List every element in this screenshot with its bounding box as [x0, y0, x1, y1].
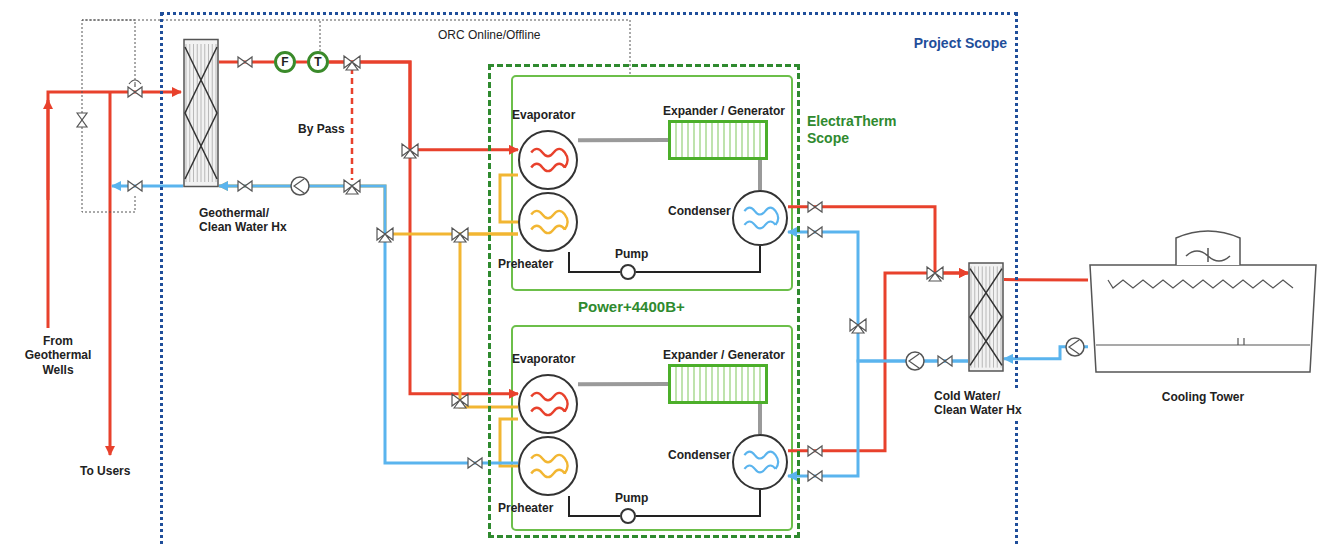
cooling-tower: Cooling Tower [1088, 222, 1318, 380]
three-way-valve-symbol [344, 56, 360, 70]
three-way-valve-symbol [377, 228, 393, 242]
bypass-label: By Pass [298, 122, 345, 136]
valve-actuator [129, 80, 141, 87]
pump-symbol [291, 177, 309, 195]
node-label: Cooling Tower [1088, 390, 1318, 404]
pipe-connector [758, 404, 762, 434]
pipe-connector [296, 61, 307, 64]
valve-symbol [238, 181, 252, 191]
cooling-tower-symbol [1088, 222, 1318, 380]
source-label: From Geothermal Wells [20, 334, 96, 377]
pump: Pump [620, 264, 636, 280]
node-label: T [314, 55, 321, 69]
valve-symbol [808, 446, 822, 456]
coil-symbol [520, 132, 576, 188]
user-pipe [109, 92, 112, 455]
node-label: Geothermal/ Clean Water Hx [199, 206, 299, 235]
supply-arrow [47, 100, 50, 200]
valve-symbol [238, 57, 252, 67]
coil-symbol [520, 376, 576, 432]
destination-label: To Users [80, 464, 130, 478]
pipe-connector [578, 138, 668, 142]
node-label: ElectraTherm Scope [807, 113, 919, 147]
evaporator: Evaporator [518, 374, 578, 434]
three-way-valve-symbol [927, 267, 943, 281]
valve-symbol [808, 471, 822, 481]
node-label: Condenser [668, 204, 731, 218]
preheater: Preheater [518, 192, 578, 252]
expander-generator: Expander / Generator [668, 364, 768, 404]
three-way-valve-symbol [402, 144, 418, 158]
pump-symbol [1066, 338, 1084, 356]
coil-symbol [734, 436, 786, 488]
node-label: Evaporator [512, 352, 575, 366]
preheater: Preheater [518, 436, 578, 496]
coil-symbol [734, 192, 786, 244]
pump: Pump [620, 508, 636, 524]
node-label: Expander / Generator [663, 348, 785, 362]
three-way-valve-symbol [452, 228, 468, 242]
node-label: F [281, 55, 288, 69]
model-name: Power+4400B+ [578, 298, 685, 316]
pipe-connector [500, 175, 518, 222]
valve-symbol [938, 356, 952, 366]
pipe-connector [788, 207, 968, 273]
plate-exchanger-symbol [968, 262, 1004, 372]
control-note: ORC Online/Offline [438, 28, 541, 42]
pipe-connector [569, 252, 620, 272]
pipe-connector [636, 246, 760, 272]
valve-symbol [128, 87, 142, 97]
valve-symbol [77, 113, 87, 127]
valve-symbol [128, 181, 142, 191]
project-scope-region: Project ScopeGeothermal/ Clean Water HxF… [160, 12, 1018, 544]
node-label: Condenser [668, 448, 731, 462]
pipe-connector [578, 382, 668, 386]
node-label: Pump [615, 491, 648, 505]
pump-symbol [909, 354, 919, 368]
three-way-valve-symbol [344, 180, 360, 194]
condenser: Condenser [732, 434, 788, 490]
node-label: Preheater [498, 257, 553, 271]
node-label: Evaporator [512, 108, 575, 122]
flow-indicator: F [274, 51, 296, 73]
condenser: Condenser [732, 190, 788, 246]
pump-symbol [1069, 340, 1079, 354]
pipe-connector [788, 232, 968, 361]
valve-symbol [808, 202, 822, 212]
three-way-valve-symbol [452, 394, 468, 408]
evaporator: Evaporator [518, 130, 578, 190]
coil-symbol [520, 194, 576, 250]
orc-unit-housing [512, 326, 792, 530]
node-label: Cold Water/ Clean Water Hx [932, 388, 1036, 419]
valve-symbol [468, 458, 482, 468]
valve-symbol [808, 227, 822, 237]
orc-unit-housing [512, 76, 792, 290]
coil-symbol [520, 438, 576, 494]
pump-symbol [294, 179, 304, 193]
three-way-valve-symbol [850, 319, 866, 333]
heat-exchanger: Cold Water/ Clean Water Hx [968, 262, 1004, 372]
temperature-indicator: T [307, 51, 329, 73]
pump-symbol [906, 352, 924, 370]
node-label: Preheater [498, 501, 553, 515]
pipe-connector [569, 496, 620, 516]
return-pipe [112, 185, 183, 188]
plate-exchanger-symbol [183, 38, 219, 188]
node-label: Project Scope [914, 35, 1007, 52]
pipe-connector [636, 490, 760, 516]
node-label: Expander / Generator [663, 104, 785, 118]
control-signal-line [82, 20, 630, 212]
expander-generator: Expander / Generator [668, 120, 768, 160]
bypass-line [351, 68, 354, 180]
heat-exchanger: Geothermal/ Clean Water Hx [183, 38, 219, 188]
pipe-connector [500, 419, 518, 466]
node-label: Pump [615, 247, 648, 261]
pipe-connector [758, 160, 762, 190]
